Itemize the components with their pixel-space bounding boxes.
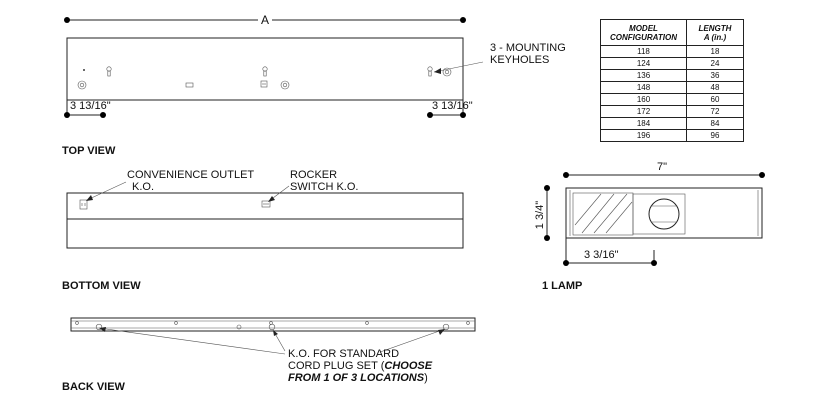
leader-arrow	[273, 330, 278, 336]
bottom-view-title: BOTTOM VIEW	[62, 280, 141, 292]
conduit-ko-icon	[442, 67, 452, 77]
dim-lamp-depth: 3 3/16"	[584, 249, 619, 261]
section-housing	[565, 187, 763, 239]
callout-ko-2: CORD PLUG SET (CHOOSE	[288, 360, 433, 372]
outlet-ko-icon	[79, 199, 88, 210]
leader-arrow	[86, 195, 93, 201]
callout-rocker-2: SWITCH K.O.	[290, 181, 358, 193]
dim-left-offset: 3 13/16"	[70, 100, 111, 112]
bottom-view-fixture	[66, 192, 464, 249]
keyhole-icon	[262, 66, 268, 77]
callout-ko-1: K.O. FOR STANDARD	[288, 348, 399, 360]
lamp-housing	[632, 193, 686, 235]
outlet-ko-icon	[185, 82, 194, 88]
dim-a-label: A	[261, 13, 269, 27]
leader-arrow	[434, 68, 441, 74]
dim-dot	[64, 17, 70, 23]
callout-rocker-1: ROCKER	[290, 169, 337, 181]
dim-dot	[460, 17, 466, 23]
bottom-view: CONVENIENCE OUTLET K.O. ROCKER SWITCH K.…	[62, 169, 464, 292]
cord-ko-icon	[268, 323, 276, 331]
section-view-title: 1 LAMP	[542, 280, 582, 292]
lamp-circle	[648, 198, 680, 230]
callout-mounting-2: KEYHOLES	[490, 54, 549, 66]
marker-dot	[83, 69, 85, 71]
leader-line	[433, 61, 484, 73]
leader-arrow	[99, 327, 106, 332]
diffuser-section	[572, 192, 634, 236]
callout-mounting-1: 3 - MOUNTING	[490, 42, 566, 54]
leader-line	[379, 328, 446, 353]
top-view-fixture	[66, 37, 464, 101]
top-view-title: TOP VIEW	[62, 145, 116, 157]
leader-arrow	[268, 196, 275, 202]
callout-outlet-1: CONVENIENCE OUTLET	[127, 169, 254, 181]
dim-height: 1 3/4"	[534, 201, 546, 229]
keyhole-icon	[427, 66, 433, 77]
back-view: K.O. FOR STANDARD CORD PLUG SET (CHOOSE …	[62, 317, 476, 393]
rocker-ko-icon	[260, 80, 268, 88]
back-view-title: BACK VIEW	[62, 381, 126, 393]
cord-ko-icon	[442, 323, 450, 331]
dim-width: 7"	[657, 161, 667, 173]
leader-line	[98, 327, 286, 355]
top-view: A 3 - MOUNTING KEYHOLES 3 13/16"	[62, 12, 566, 157]
callout-outlet-2: K.O.	[132, 181, 154, 193]
conduit-ko-icon	[77, 80, 87, 90]
rocker-ko-icon	[261, 200, 271, 208]
conduit-ko-icon	[280, 80, 290, 90]
leader-arrow	[438, 329, 445, 335]
keyhole-icon	[106, 66, 112, 77]
section-view: 7" 1 3/4" 3 3/16" 1 LAMP	[534, 161, 765, 292]
cord-ko-icon	[95, 323, 103, 331]
callout-ko-3: FROM 1 OF 3 LOCATIONS)	[288, 372, 428, 384]
dim-right-offset: 3 13/16"	[432, 100, 473, 112]
back-view-fixture	[70, 317, 476, 332]
leader-line	[86, 181, 127, 201]
